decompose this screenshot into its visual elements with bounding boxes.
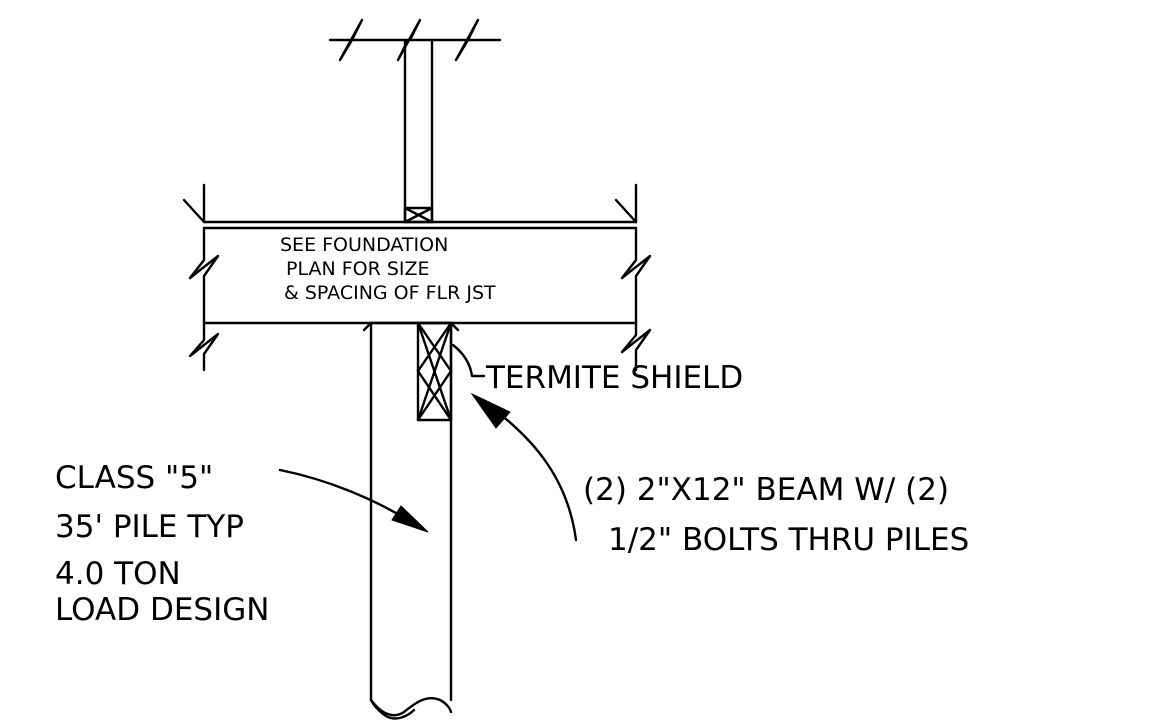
wall-stud (403, 38, 434, 224)
beam-note-line-2: 1/2" BOLTS THRU PILES (608, 522, 969, 558)
pile-arrowhead (391, 505, 429, 533)
beam-leader (470, 392, 578, 542)
floor-joist-note-line-2: PLAN FOR SIZE (286, 258, 430, 280)
floor-framing (182, 183, 652, 372)
pile-note-line-4: LOAD DESIGN (55, 592, 269, 628)
top-break-line (328, 18, 502, 62)
termite-shield-leader (451, 343, 486, 378)
beam-section (416, 321, 453, 422)
pile-note-line-3: 4.0 TON (55, 556, 181, 592)
termite-shield (362, 321, 460, 332)
pile-leader (278, 468, 429, 533)
floor-joist-note-line-3: & SPACING OF FLR JST (284, 282, 496, 304)
termite-shield-note: TERMITE SHIELD (485, 360, 743, 396)
beam-note-line-1: (2) 2"X12" BEAM W/ (2) (583, 472, 949, 508)
pile-break-symbol (369, 697, 453, 717)
floor-joist-note-line-1: SEE FOUNDATION (280, 234, 448, 256)
pile-note-line-2: 35' PILE TYP (55, 509, 244, 545)
pile-note-line-1: CLASS "5" (55, 460, 213, 496)
beam-arrowhead (470, 392, 511, 429)
